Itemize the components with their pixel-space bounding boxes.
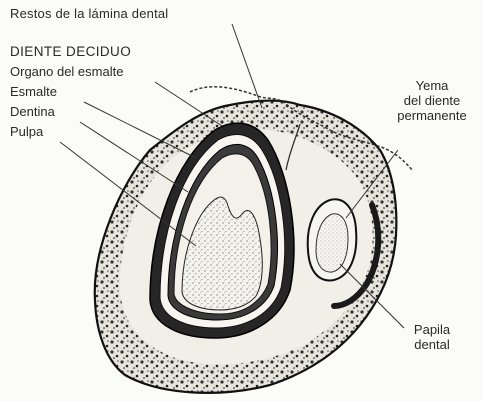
label-pulpa: Pulpa (10, 124, 43, 139)
label-restos-lamina-dental: Restos de la lámina dental (10, 6, 168, 21)
label-organo-esmalte: Organo del esmalte (10, 64, 123, 79)
label-dentina: Dentina (10, 104, 55, 119)
label-esmalte: Esmalte (10, 84, 57, 99)
label-yema-diente-permanente: Yema del diente permanente (376, 78, 483, 123)
label-papila-line1: Papila (402, 322, 462, 337)
label-diente-deciduo: DIENTE DECIDUO (10, 44, 131, 59)
leader-organo (155, 82, 222, 126)
label-yema-line1: Yema (376, 78, 483, 93)
label-yema-line3: permanente (376, 108, 483, 123)
leader-restos (232, 24, 262, 108)
label-yema-line2: del diente (376, 93, 483, 108)
label-papila-dental: Papila dental (402, 322, 462, 352)
label-papila-line2: dental (402, 337, 462, 352)
